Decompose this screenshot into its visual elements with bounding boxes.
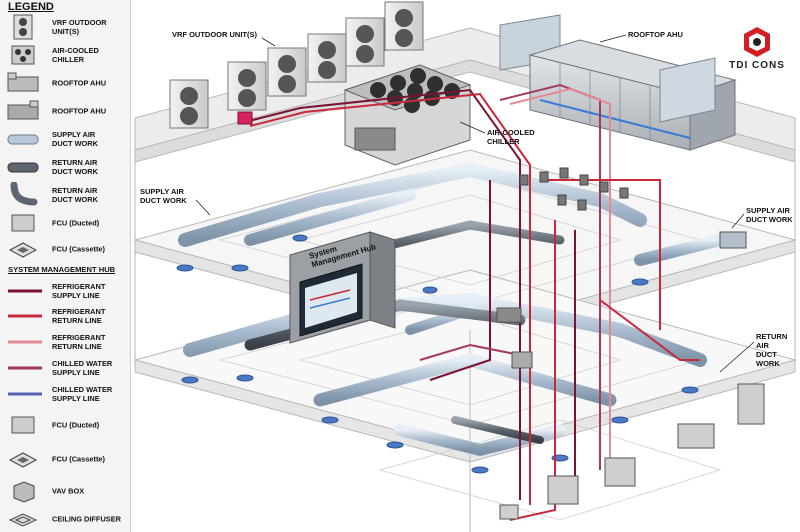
fcu-cassette-icon — [8, 242, 38, 258]
legend-item-fcu-ducted-2: FCU (Ducted) — [4, 412, 130, 438]
callout-supply-duct-right: SUPPLY AIR DUCT WORK — [746, 206, 793, 224]
callout-supply-duct-left: SUPPLY AIR DUCT WORK — [140, 187, 187, 205]
legend-item-fcu-ducted: FCU (Ducted) — [4, 210, 130, 236]
legend-label: REFRIGERANT RETURN LINE — [52, 307, 106, 325]
company-logo: TDI CONS — [718, 26, 796, 76]
refrigerant-lines — [244, 83, 700, 521]
logo-text: TDI CONS — [729, 60, 785, 71]
return-duct-elbow-icon — [10, 182, 38, 206]
legend-label: ROOFTOP AHU — [52, 106, 107, 116]
legend-line-refrigerant-return: REFRIGERANT RETURN LINE — [4, 303, 130, 329]
fcu-ducted-icon — [11, 214, 35, 232]
fan-coil-units — [496, 231, 765, 520]
legend-item-rooftop-ahu-2: ROOFTOP AHU — [4, 98, 130, 124]
refrigerant-distributor — [237, 111, 253, 125]
vrf-outdoor-units — [169, 1, 424, 129]
legend-label: REFRIGERANT RETURN LINE — [52, 333, 106, 351]
legend-label: CHILLED WATER SUPPLY LINE — [52, 359, 113, 377]
vrf-outdoor-unit-icon — [13, 14, 33, 40]
legend-label: CHILLED WATER SUPPLY LINE — [52, 385, 113, 403]
return-duct-icon — [7, 162, 39, 173]
legend-item-vrf: VRF OUTDOOR UNIT(S) — [4, 14, 130, 40]
legend-title: LEGEND — [8, 1, 54, 13]
legend-label: REFRIGERANT SUPPLY LINE — [52, 282, 106, 300]
legend-item-vav-box: VAV BOX — [4, 478, 130, 504]
legend-item-ceiling-diffuser: CEILING DIFFUSER — [4, 506, 130, 532]
callout-rooftop-ahu: ROOFTOP AHU — [628, 30, 683, 39]
rooftop-ahu-icon — [7, 100, 39, 120]
rooftop-ahu-icon — [7, 72, 39, 92]
legend-label: RETURN AIR DUCT WORK — [52, 158, 98, 176]
legend-label: SUPPLY AIR DUCT WORK — [52, 130, 98, 148]
supply-duct-icon — [7, 134, 39, 145]
chilled-water-blue-line-icon — [8, 392, 42, 396]
chilled-water-line-icon — [8, 366, 42, 370]
legend-section-heading: SYSTEM MANAGEMENT HUB — [8, 265, 116, 274]
legend-label: FCU (Cassette) — [52, 244, 105, 254]
legend-label: CEILING DIFFUSER — [52, 514, 121, 524]
legend-line-refrigerant-return-light: REFRIGERANT RETURN LINE — [4, 329, 130, 355]
vav-box-icon — [13, 481, 35, 503]
legend-line-refrigerant-supply: REFRIGERANT SUPPLY LINE — [4, 278, 130, 304]
legend-item-return-duct-elbow: RETURN AIR DUCT WORK — [4, 182, 130, 208]
callout-vrf: VRF OUTDOOR UNIT(S) — [172, 30, 257, 39]
legend-item-return-duct: RETURN AIR DUCT WORK — [4, 154, 130, 180]
legend-label: VRF OUTDOOR UNIT(S) — [52, 18, 107, 36]
fcu-cassette-icon — [8, 452, 38, 468]
legend-label: AIR-COOLED CHILLER — [52, 46, 99, 64]
valve-manifold — [519, 167, 629, 211]
legend-item-rooftop-ahu: ROOFTOP AHU — [4, 70, 130, 96]
legend-label: ROOFTOP AHU — [52, 78, 107, 88]
legend-item-fcu-cassette-2: FCU (Cassette) — [4, 446, 130, 472]
logo-hexagon-icon — [744, 27, 770, 57]
legend-line-chilled-water-2: CHILLED WATER SUPPLY LINE — [4, 381, 130, 407]
legend-item-supply-duct: SUPPLY AIR DUCT WORK — [4, 126, 130, 152]
chiller-icon — [11, 45, 35, 65]
legend-item-fcu-cassette: FCU (Cassette) — [4, 236, 130, 262]
air-cooled-chiller — [343, 64, 472, 166]
callout-chiller: AIR-COOLED CHILLER — [487, 128, 535, 146]
legend-item-chiller: AIR-COOLED CHILLER — [4, 42, 130, 68]
legend-label: FCU (Cassette) — [52, 454, 105, 464]
refrigerant-supply-line-icon — [8, 289, 42, 293]
fcu-ducted-icon — [11, 416, 35, 434]
legend-label: FCU (Ducted) — [52, 218, 100, 228]
ceiling-diffuser-icon — [8, 513, 38, 527]
legend-panel: LEGEND VRF OUTDOOR UNIT(S) AIR-COOLED CH… — [0, 0, 131, 532]
legend-line-chilled-water: CHILLED WATER SUPPLY LINE — [4, 355, 130, 381]
refrigerant-return-light-line-icon — [8, 340, 42, 344]
system-management-hub — [289, 231, 396, 344]
legend-label: RETURN AIR DUCT WORK — [52, 186, 98, 204]
refrigerant-return-line-icon — [8, 314, 42, 318]
legend-label: VAV BOX — [52, 486, 85, 496]
rooftop-ahu — [499, 14, 737, 151]
callout-return-duct-right: RETURN AIR DUCT WORK — [756, 332, 788, 368]
legend-label: FCU (Ducted) — [52, 420, 100, 430]
